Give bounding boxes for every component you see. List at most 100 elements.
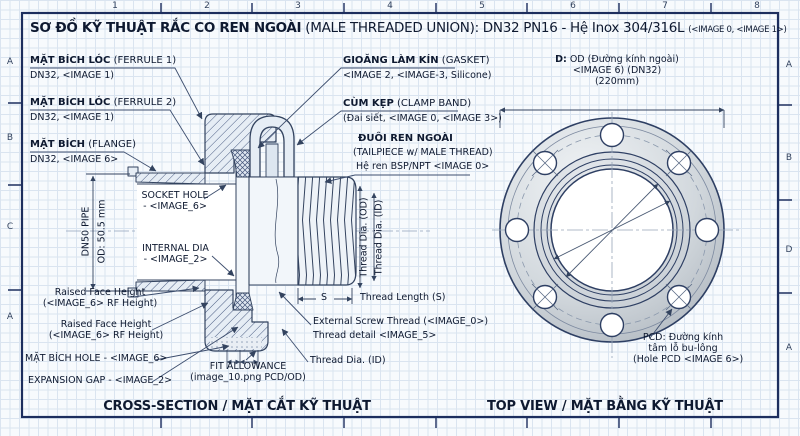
label-gasket-reg: (GASKET) [438,55,490,66]
label-clamp: CÙM KẸP (CLAMP BAND) [343,98,471,109]
ruler-number: 3 [295,1,301,11]
label-thread-dia-id: Thread Dia. (ID) [310,355,386,366]
socket-hole-line2: - <IMAGE_6> [143,201,207,212]
page-title-regular: (MALE THREADED UNION): DN32 PN16 - Hệ In… [301,20,689,36]
dim-thread-dia [357,185,377,289]
ruler-number: 5 [479,1,485,11]
dim-fit-allowance [226,350,259,369]
label-ext-thread: External Screw Thread (<IMAGE_0>) [313,316,489,327]
ruler-letter: A [6,57,14,67]
label-s: S [321,292,328,303]
internal-dia-line1: INTERNAL DIA [142,243,209,254]
top-view-flange [492,107,742,358]
label-tailpiece-sub: (TAILPIECE w/ MALE THREAD) [353,147,493,158]
label-ferrule2-reg: (FERRULE 2) [110,97,177,108]
dim-thread-length [297,288,353,304]
label-tailpiece-sub2: Hệ ren BSP/NPT <IMAGE 0> [356,161,490,172]
ruler-number: 4 [387,1,393,11]
label-dim-thread-id: Thread Dia. (ID) [373,199,385,276]
label-clamp-sub: (Đai siết, <IMAGE 0, <IMAGE 3>) [343,113,502,124]
label-ferrule1-reg: (FERRULE 1) [110,55,177,66]
label-ferrule1-sub: DN32, <IMAGE 1) [30,70,114,81]
label-ferrule1: MẶT BÍCH LÓC (FERRULE 1) [30,55,176,66]
cross-section-view [30,67,470,383]
od-line1-bold: D: [555,54,567,65]
ruler-number: 1 [112,1,118,11]
label-od: D: OD (Đường kính ngoài) <IMAGE 6) (DN32… [532,54,702,87]
label-flange-sub: DN32, <IMAGE 6> [30,154,119,165]
label-gasket: GIOĂNG LÀM KÍN (GASKET) [343,55,490,66]
label-rf2: Raised Face Height (<IMAGE_6> RF Height) [36,319,176,341]
fit-allowance-line2: (image_10.png PCD/OD) [190,372,306,383]
clamp-bolt [265,143,279,178]
ruler-letter: B [785,153,793,163]
label-ferrule1-bold: MẶT BÍCH LÓC [30,55,111,66]
ruler-letter: A [785,343,793,353]
rf1-line2: (<IMAGE_6> RF Height) [42,298,158,309]
label-flange: MẶT BÍCH (FLANGE) [30,139,136,150]
ruler-letter: A [785,60,793,70]
rf2-line2: (<IMAGE_6> RF Height) [48,330,164,341]
label-ext-thread2: Thread detail <IMAGE_5> [313,330,437,341]
ruler-letter: B [6,133,14,143]
socket-hole-line1: SOCKET HOLE [141,190,209,201]
label-dn50-od: OD: 50.5 mm [96,199,108,264]
pcd-line3: (Hole PCD <IMAGE 6>) [633,354,744,365]
page-title-note: (<IMAGE 0, <IMAGE 1>) [688,25,787,35]
label-flange-bold: MẶT BÍCH [30,139,86,150]
od-line1-reg: OD (Đường kính ngoài) [566,54,679,65]
label-clamp-bold: CÙM KẸP [343,98,394,109]
pcd-leader [649,308,673,339]
bolt-hole-crosses [531,149,693,311]
page-title-bold: SƠ ĐỒ KỸ THUẬT RẮC CO REN NGOÀI [30,20,302,36]
tailpiece-body [248,176,299,286]
label-pcd: PCD: Đường kính tâm lỗ bu-lông (Hole PCD… [633,332,744,365]
internal-dia-line2: - <IMAGE_2> [143,254,208,265]
drawing-frame [8,3,792,428]
caption-cross-section: CROSS-SECTION / MẶT CẮT KỸ THUẬT [103,399,371,414]
ruler-letter: D [785,245,793,255]
pcd-line2: tâm lỗ bu-lông [648,343,718,354]
od-line1: D: OD (Đường kính ngoài) [532,54,702,65]
label-flange-reg: (FLANGE) [85,139,136,150]
rf2-line1: Raised Face Height [60,319,152,330]
label-socket-hole: SOCKET HOLE - <IMAGE_6> [135,190,215,212]
fit-allowance-line1: FIT ALLOWANCE [209,361,287,372]
leader-lines [30,67,470,383]
label-gasket-sub: <IMAGE 2, <IMAGE-3, Silicone) [343,70,492,81]
dim-od [499,107,725,128]
label-ferrule2-sub: DN32, <IMAGE 1) [30,112,114,123]
caption-top-view: TOP VIEW / MẶT BẰNG KỸ THUẬT [487,399,723,414]
ruler-number: 7 [662,1,668,11]
label-rf1: Raised Face Height (<IMAGE_6> RF Height) [30,287,170,309]
label-fit-allowance: FIT ALLOWANCE (image_10.png PCD/OD) [183,361,313,383]
od-line2: <IMAGE 6) (DN32) [572,65,662,76]
label-clamp-reg: (CLAMP BAND) [393,98,472,109]
ferrule-body-bottom [204,289,269,352]
page-title: SƠ ĐỒ KỸ THUẬT RẮC CO REN NGOÀI (MALE TH… [30,20,787,36]
label-ferrule2-bold: MẶT BÍCH LÓC [30,97,111,108]
ruler-number: 2 [204,1,210,11]
gasket-bottom [232,292,254,311]
weld-stipple [210,337,262,349]
label-expansion-gap: EXPANSION GAP - <IMAGE_2> [28,375,173,386]
ruler-number: 8 [754,1,760,11]
label-internal-dia: INTERNAL DIA - <IMAGE_2> [133,243,218,265]
label-thread-length: Thread Length (S) [360,292,446,303]
rf1-line1: Raised Face Height [54,287,146,298]
label-ferrule2: MẶT BÍCH LÓC (FERRULE 2) [30,97,176,108]
label-gasket-bold: GIOĂNG LÀM KÍN [343,55,439,66]
label-tailpiece: ĐUÔI REN NGOÀI [358,133,453,144]
label-dn50-pipe: DN50 PIPE [80,206,92,257]
dim-dn50 [86,173,130,292]
male-thread [297,176,357,286]
bore-dimension-arrows [553,183,671,278]
label-flange-hole: MẶT BÍCH HOLE - <IMAGE_6> [25,353,168,364]
ruler-number: 6 [570,1,576,11]
ruler-letter: C [6,222,14,232]
pipe-left [127,166,236,298]
label-dim-thread-od: Thread Dia. (OD) [358,197,370,278]
pcd-line1: PCD: Đường kính [642,332,724,343]
